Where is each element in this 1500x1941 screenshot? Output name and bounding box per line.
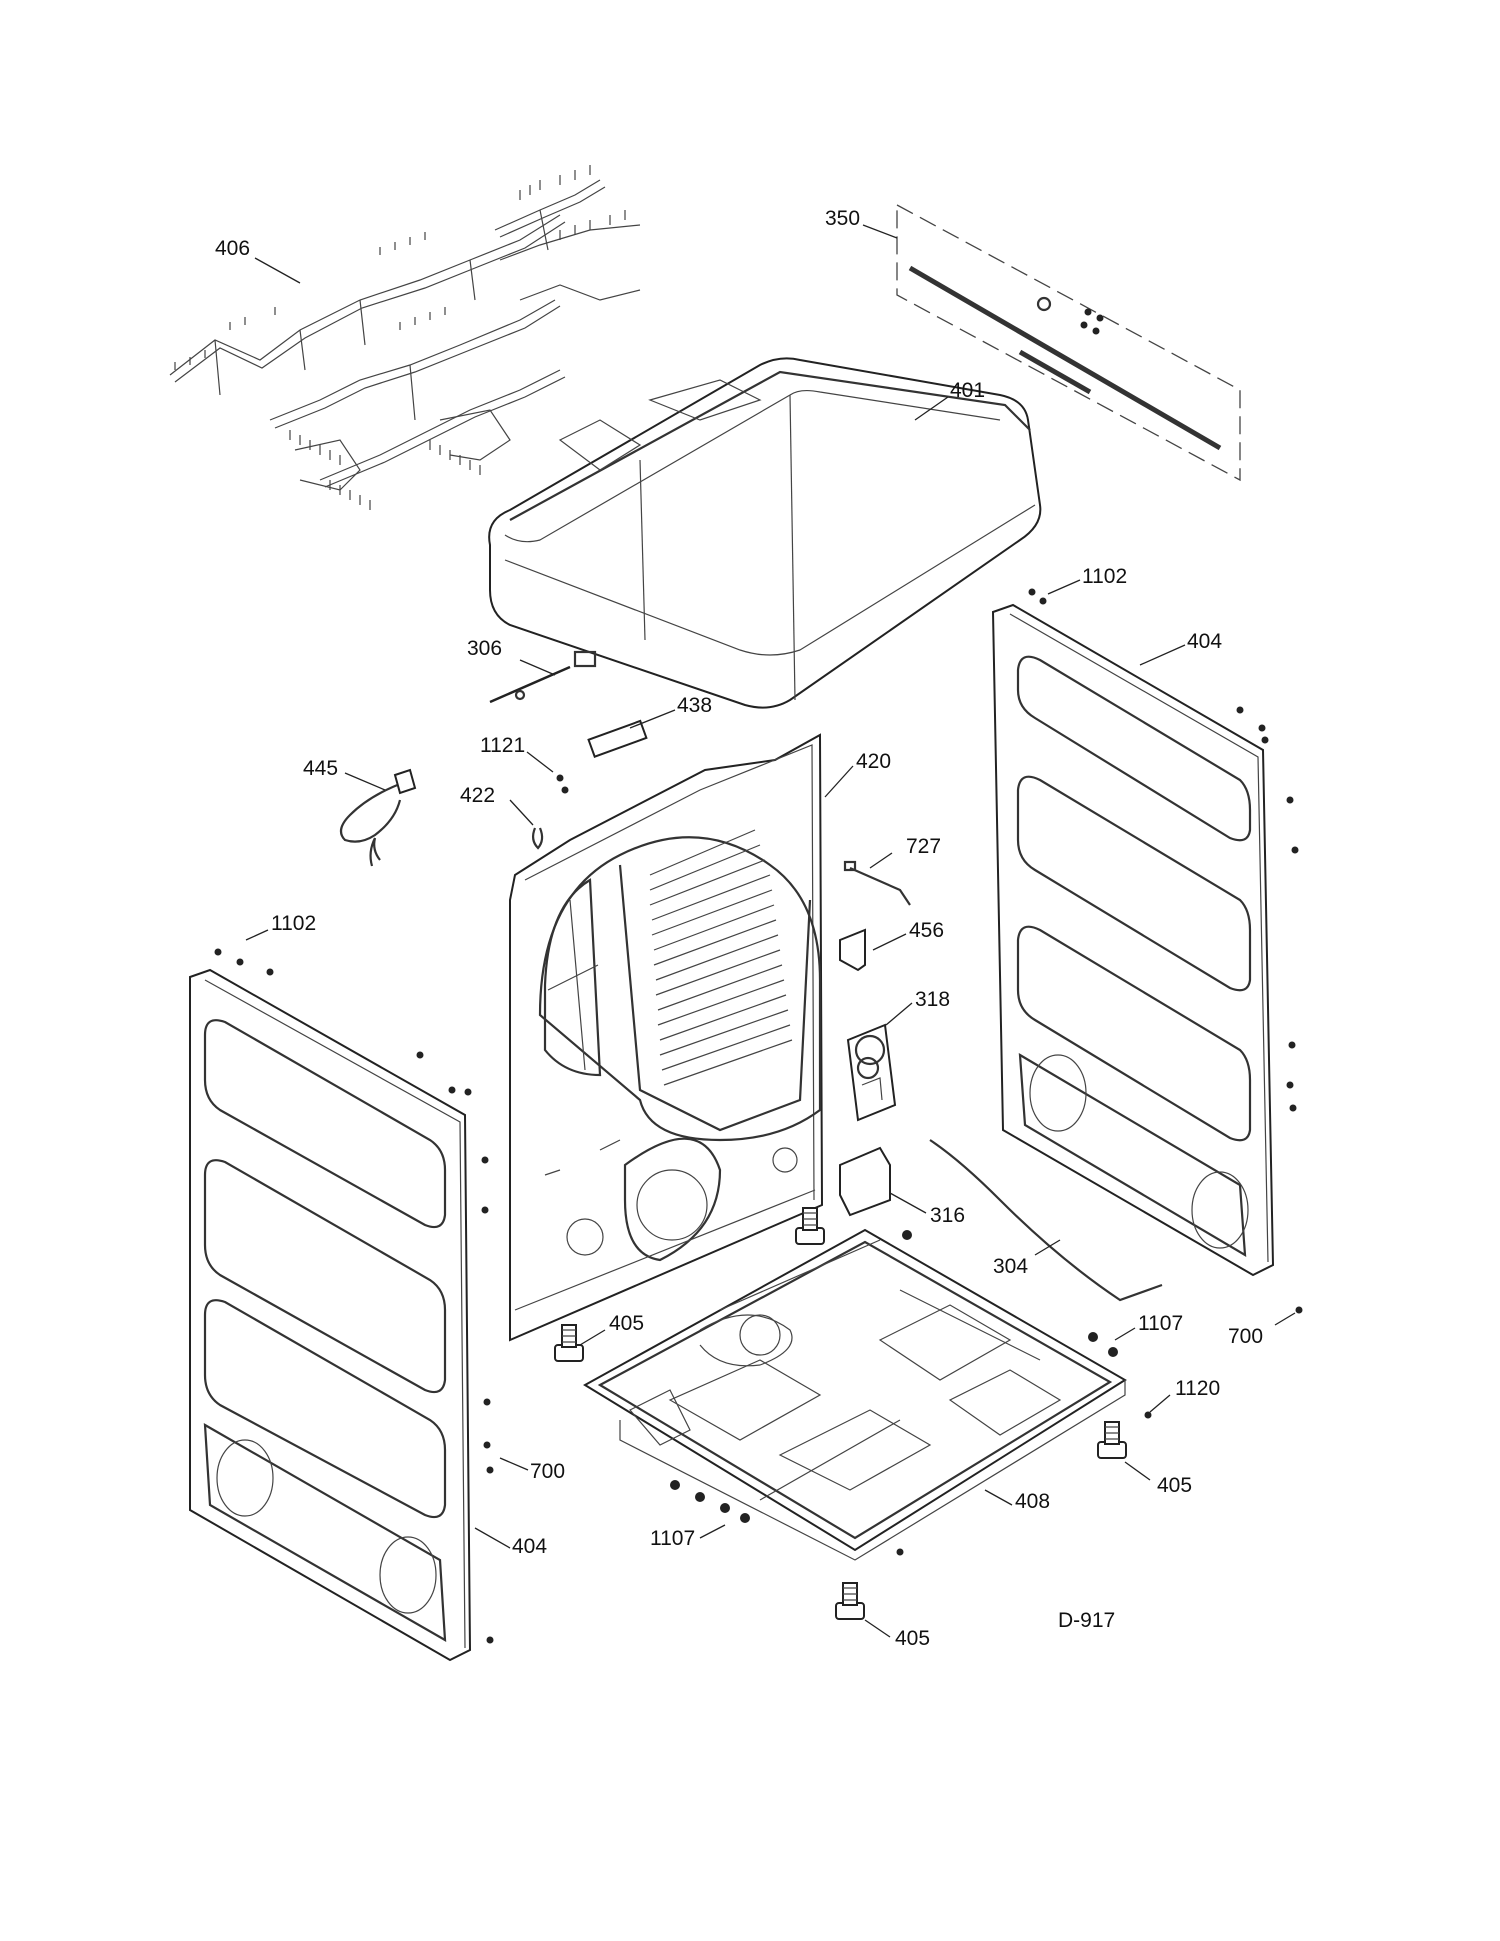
callout-1102-right: 1102	[1082, 565, 1127, 588]
callout-405-bottom: 405	[895, 1627, 930, 1650]
bracket-456-part	[839, 928, 866, 972]
valve-318-part	[846, 1023, 897, 1122]
sensor-306-part	[489, 650, 597, 704]
kit-350-part	[896, 203, 1241, 482]
bracket-438-part	[587, 719, 648, 758]
callout-1120: 1120	[1175, 1377, 1220, 1400]
rear-panel-part	[509, 733, 824, 1342]
cord-445-part	[339, 768, 417, 867]
base-part	[583, 1228, 1127, 1561]
leveling-foot-405-top	[795, 1207, 825, 1245]
leveling-foot-405-left	[554, 1324, 584, 1362]
screw-1121	[556, 774, 564, 782]
callout-405-left: 405	[609, 1312, 644, 1335]
callout-456: 456	[909, 919, 944, 942]
right-side-panel-part	[991, 603, 1275, 1277]
callout-316: 316	[930, 1204, 965, 1227]
leveling-foot-405-right	[1097, 1421, 1127, 1459]
callout-1107-right: 1107	[1138, 1312, 1183, 1335]
callout-1107-bottom: 1107	[650, 1527, 695, 1550]
callout-700-left: 700	[530, 1460, 565, 1483]
callout-401: 401	[950, 379, 985, 402]
callout-318: 318	[915, 988, 950, 1011]
clip-422-part	[531, 827, 544, 850]
callout-304: 304	[993, 1255, 1028, 1278]
callout-1121: 1121	[480, 734, 525, 757]
top-panel-part	[488, 357, 1042, 709]
callout-445: 445	[303, 757, 338, 780]
left-side-panel-part	[189, 968, 472, 1662]
screw-1121-2	[561, 786, 569, 794]
leveling-foot-405-bottom	[835, 1582, 865, 1620]
callout-1102-left: 1102	[271, 912, 316, 935]
callout-727: 727	[906, 835, 941, 858]
callout-438: 438	[677, 694, 712, 717]
screws	[214, 588, 1303, 1644]
callout-406: 406	[215, 237, 250, 260]
diagram-code: D-917	[1058, 1609, 1115, 1632]
callout-404-right: 404	[1187, 630, 1222, 653]
callout-408: 408	[1015, 1490, 1050, 1513]
callout-700-right: 700	[1228, 1325, 1263, 1348]
hose-304-part	[929, 1139, 1163, 1302]
callout-420: 420	[856, 750, 891, 773]
callout-404-left: 404	[512, 1535, 547, 1558]
leader-lines	[245, 224, 1296, 1638]
cover-316-part	[839, 1146, 891, 1217]
callout-405-right: 405	[1157, 1474, 1192, 1497]
callout-350: 350	[825, 207, 860, 230]
thermistor-727-part	[843, 860, 911, 906]
wire-harness-part	[169, 165, 641, 510]
callout-306: 306	[467, 637, 502, 660]
callout-422: 422	[460, 784, 495, 807]
